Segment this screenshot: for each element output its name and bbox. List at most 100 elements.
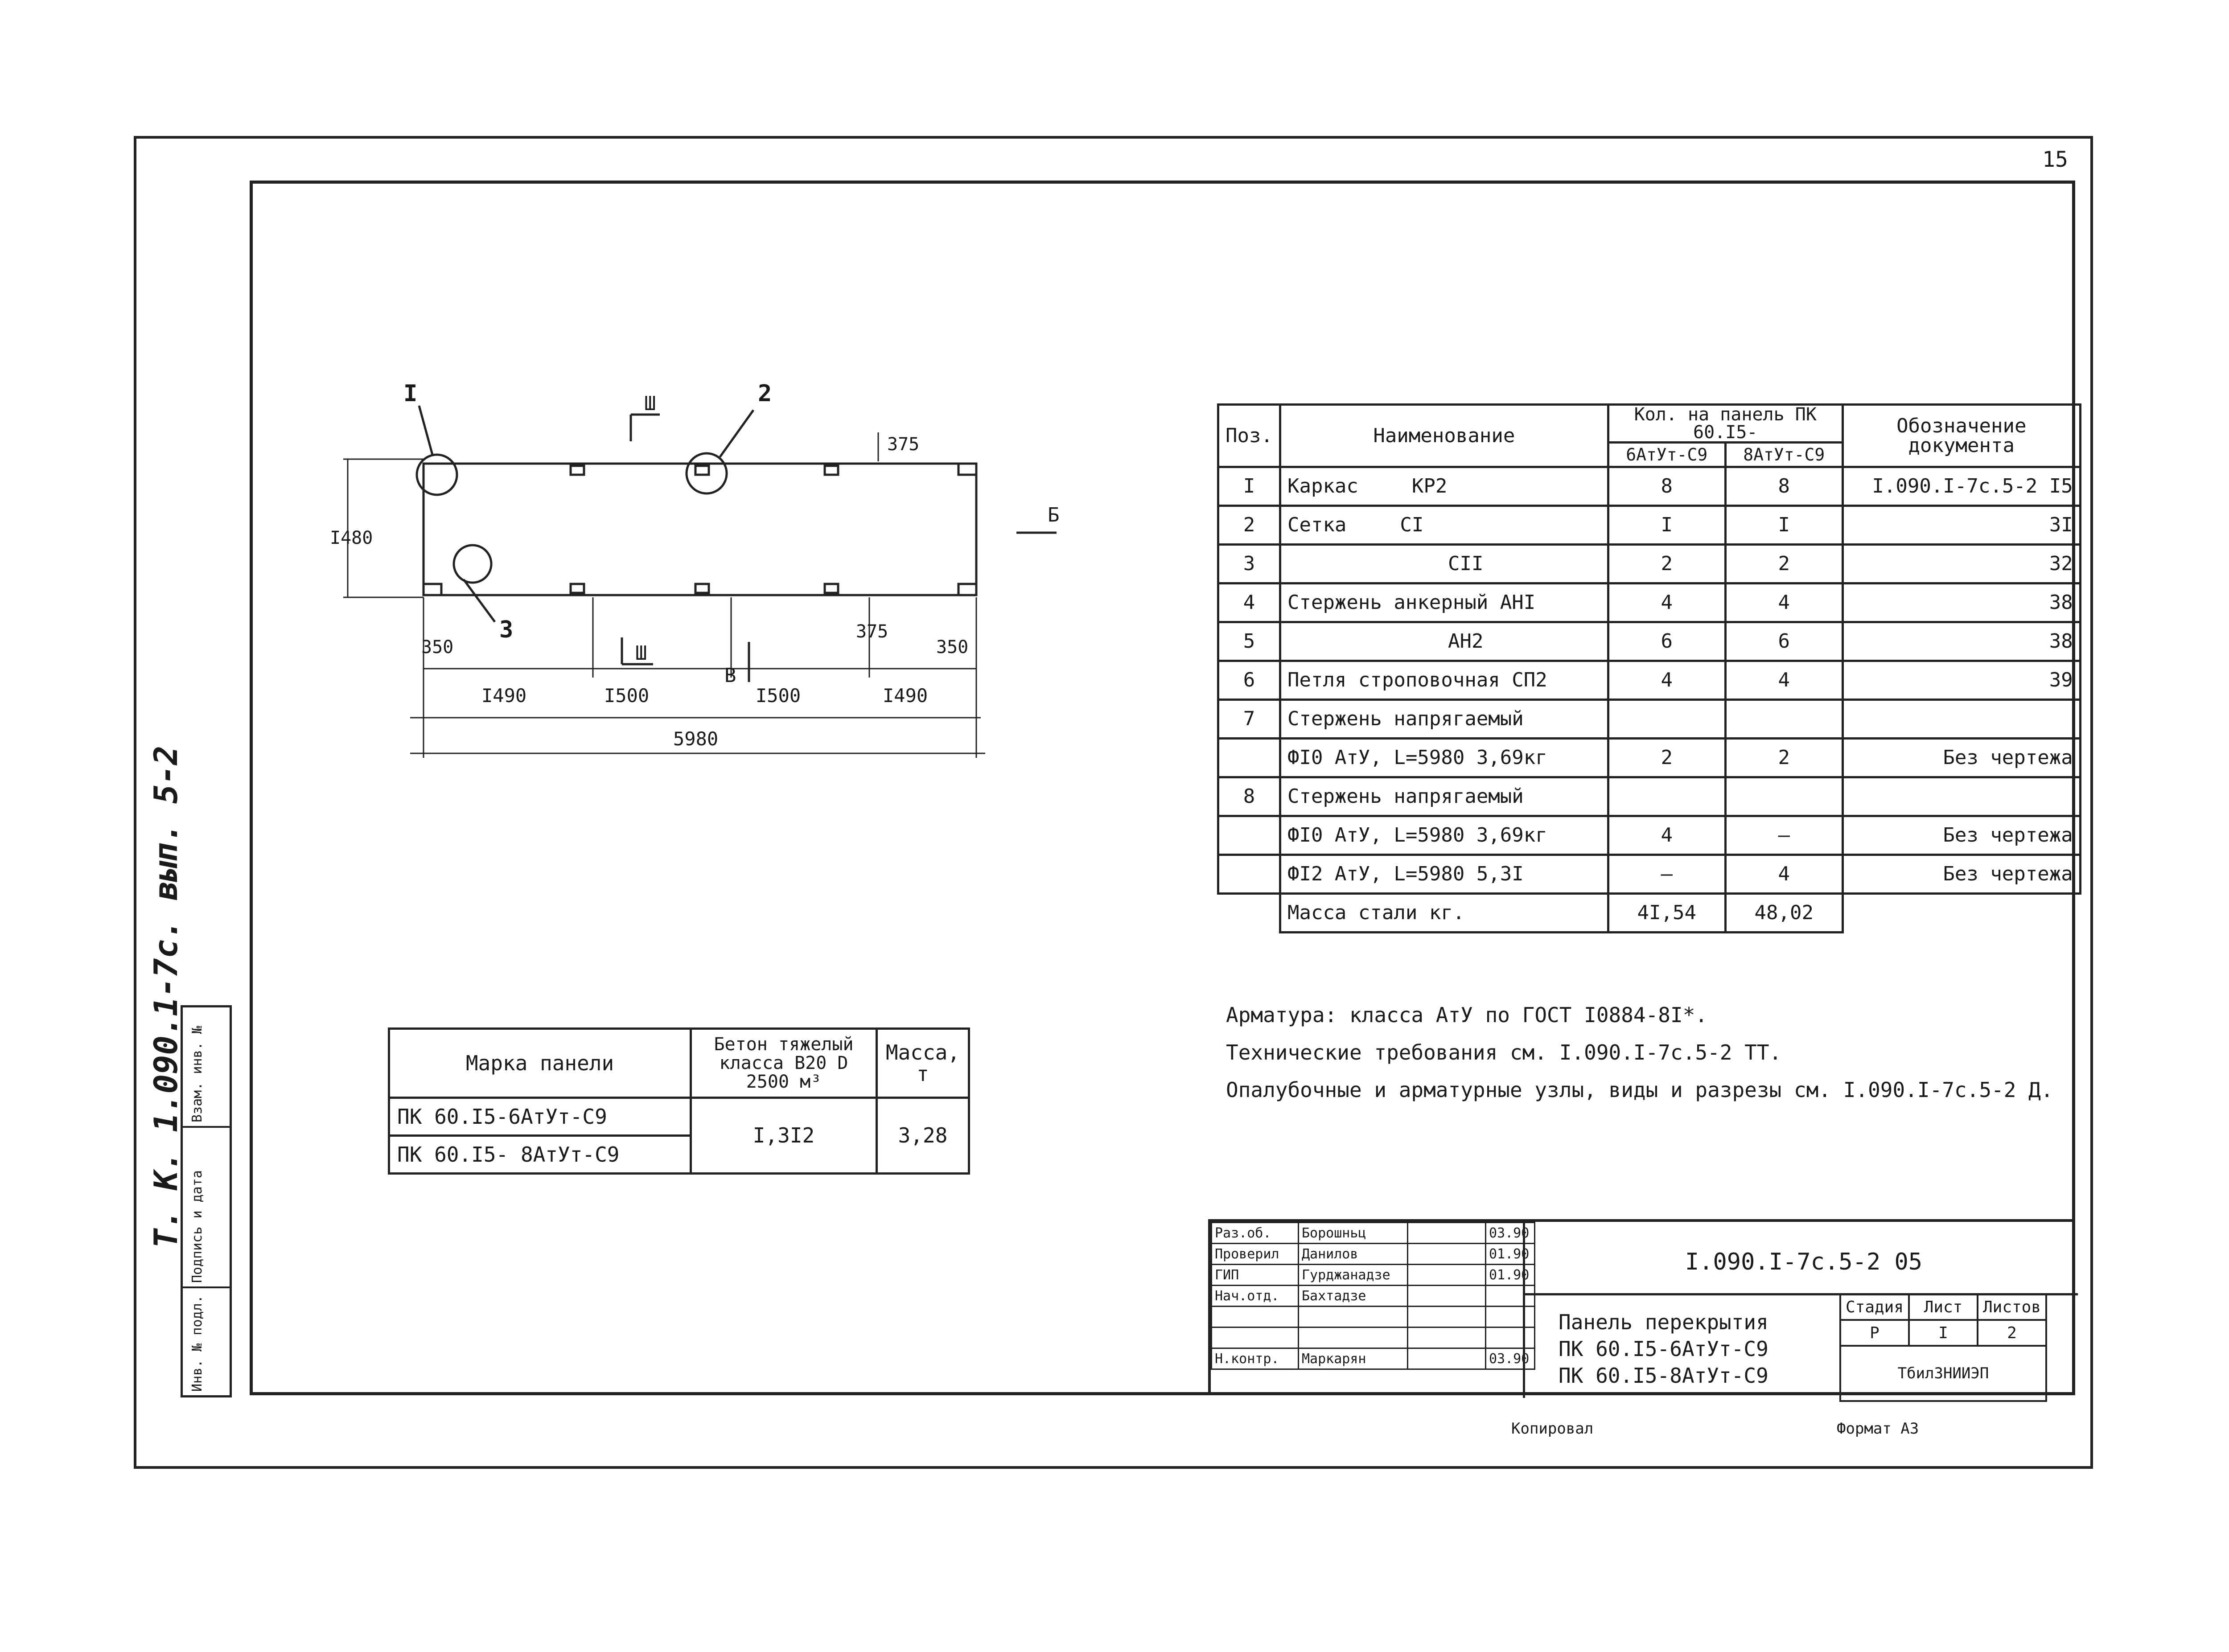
spec-row: ФI0 АтУ, L=5980 3,69кг 4–Без чертежа: [1217, 815, 2081, 856]
signature-role: [1211, 1306, 1299, 1328]
document-name-line: ПК 60.I5-8АтУт-С9: [1559, 1364, 1768, 1388]
total-a: 4I,54: [1607, 892, 1727, 933]
footer-copied: Копировал: [1511, 1420, 1594, 1438]
spec-name: СII: [1279, 543, 1609, 584]
spec-qty-a: [1607, 699, 1727, 740]
spec-qty-a: 6: [1607, 621, 1727, 662]
spec-name-text: ФI0 АтУ, L=5980 3,69кг: [1287, 746, 1547, 769]
callout-circle: [685, 452, 728, 495]
spec-qty-a: –: [1607, 854, 1727, 895]
spec-doc: 3I: [1841, 505, 2081, 546]
section-mark: Ш: [644, 392, 656, 415]
spec-name: ФI0 АтУ, L=5980 3,69кг: [1279, 815, 1609, 856]
spec-pos: 3: [1217, 543, 1281, 584]
spec-doc: 32: [1841, 543, 2081, 584]
dimension-label: 375: [856, 621, 888, 642]
panel-mark: ПК 60.I5- 8АтУт-С9: [388, 1134, 692, 1175]
spec-qty-a: [1607, 776, 1727, 817]
side-strip: Взам. инв. № Подпись и дата Инв. № подл.: [181, 1005, 232, 1397]
signature-name: Гурджанадзе: [1298, 1264, 1408, 1286]
note-line: Опалубочные и арматурные узлы, виды и ра…: [1226, 1078, 2053, 1102]
spec-qty-b: 2: [1724, 543, 1844, 584]
signature-role: ГИП: [1211, 1264, 1299, 1286]
spec-qty-b: I: [1724, 505, 1844, 546]
signature-role: Раз.об.: [1211, 1222, 1299, 1244]
spec-name-text: ФI0 АтУ, L=5980 3,69кг: [1287, 824, 1547, 847]
spec-name-text: ФI2 АтУ, L=5980 5,3I: [1287, 863, 1524, 885]
dimension-label: I490: [481, 685, 526, 707]
header-doc: Обозначение документа: [1841, 403, 2081, 468]
concrete-volume: I,3I2: [690, 1097, 878, 1175]
signature-sign: [1407, 1306, 1486, 1328]
total-b: 48,02: [1724, 892, 1844, 933]
note-line: Арматура: класса АтУ по ГОСТ I0884-8I*.: [1226, 1003, 1708, 1027]
total-label: Масса стали кг.: [1279, 892, 1609, 933]
signature-role: Нач.отд.: [1211, 1285, 1299, 1307]
spec-qty-b: 8: [1724, 466, 1844, 507]
dimension-label: I500: [756, 685, 801, 707]
header-qty-a: 6АтУт-С9: [1607, 441, 1727, 468]
dimension-label: 350: [421, 637, 453, 658]
specification-table: Поз. Наименование Кол. на панель ПК 60.I…: [1217, 403, 2081, 933]
spec-pos: 8: [1217, 776, 1281, 817]
spec-doc: 38: [1841, 582, 2081, 623]
signature-sign: [1407, 1348, 1486, 1370]
spec-mark-text: АН2: [1448, 630, 1484, 653]
side-strip-label: Инв. № подл.: [189, 1295, 205, 1392]
spec-name-text: Стержень напрягаемый: [1287, 785, 1524, 808]
dimension-label: 5980: [673, 728, 718, 750]
dimension-label: I490: [883, 685, 928, 707]
spec-qty-a: 4: [1607, 815, 1727, 856]
signature-sign: [1407, 1264, 1486, 1286]
spec-qty-b: 4: [1724, 582, 1844, 623]
signature-sign: [1407, 1222, 1486, 1244]
spec-doc: [1841, 776, 2081, 817]
spec-pos: 6: [1217, 660, 1281, 701]
spec-doc: Без чертежа: [1841, 854, 2081, 895]
spec-doc: 38: [1841, 621, 2081, 662]
spec-doc: Без чертежа: [1841, 737, 2081, 778]
spec-qty-b: 4: [1724, 660, 1844, 701]
spec-qty-b: 2: [1724, 737, 1844, 778]
spec-qty-b: 6: [1724, 621, 1844, 662]
spec-name-text: Стержень напрягаемый: [1287, 707, 1524, 730]
document-code: I.090.I-7с.5-2 05: [1685, 1249, 1923, 1275]
side-strip-label: Подпись и дата: [189, 1170, 205, 1283]
spec-name: АН2: [1279, 621, 1609, 662]
stage-value: I: [1908, 1319, 1978, 1347]
spec-pos: 7: [1217, 699, 1281, 740]
spec-name: Стержень напрягаемый: [1279, 699, 1609, 740]
outer-frame: [134, 136, 2093, 1469]
spec-mark-text: КР2: [1411, 475, 1448, 497]
spec-pos: [1217, 737, 1281, 778]
spec-qty-a: 4: [1607, 660, 1727, 701]
signature-row: Нач.отд.Бахтадзе: [1211, 1285, 1535, 1307]
spec-qty-b: [1724, 776, 1844, 817]
spec-doc: Без чертежа: [1841, 815, 2081, 856]
spec-qty-b: –: [1724, 815, 1844, 856]
spec-pos: [1217, 815, 1281, 856]
document-name-line: ПК 60.I5-6АтУт-С9: [1559, 1337, 1768, 1361]
side-strip-cell: Взам. инв. №: [183, 1007, 230, 1128]
callout-circle: [415, 453, 458, 496]
footer-format: Формат А3: [1837, 1420, 1919, 1438]
notes: Арматура: класса АтУ по ГОСТ I0884-8I*. …: [1226, 996, 2053, 1109]
header-concrete: Бетон тяжелый класса В20 D 2500 м³: [690, 1027, 878, 1099]
spec-doc: 39: [1841, 660, 2081, 701]
spec-name: Стержень анкерный АНI: [1279, 582, 1609, 623]
spec-mark-text: СII: [1448, 552, 1484, 575]
spec-qty-b: [1724, 699, 1844, 740]
spec-name: Стержень напрягаемый: [1279, 776, 1609, 817]
side-strip-label: Взам. инв. №: [189, 1026, 205, 1122]
panel-mass-table: Марка панели Бетон тяжелый класса В20 D …: [388, 1027, 970, 1175]
